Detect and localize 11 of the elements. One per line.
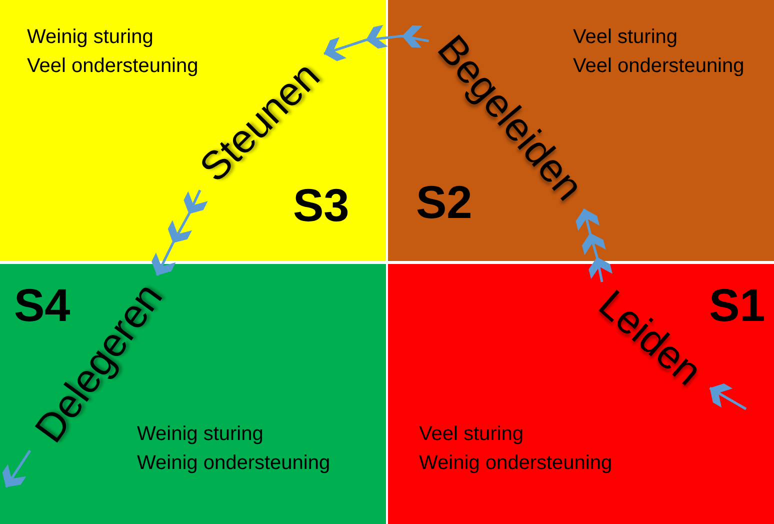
description-text: Veel sturing [419, 422, 524, 446]
description-text: Veel ondersteuning [27, 54, 198, 78]
quadrant-panel [0, 264, 386, 524]
description-text: Weinig ondersteuning [419, 451, 612, 475]
quadrant-panel [388, 0, 774, 261]
quadrant-panel [0, 0, 386, 261]
description-text: Weinig sturing [27, 25, 154, 49]
style-code: S3 [293, 182, 350, 228]
description-text: Weinig ondersteuning [137, 451, 330, 475]
style-code: S1 [709, 282, 766, 328]
quadrant-panel [388, 264, 774, 524]
